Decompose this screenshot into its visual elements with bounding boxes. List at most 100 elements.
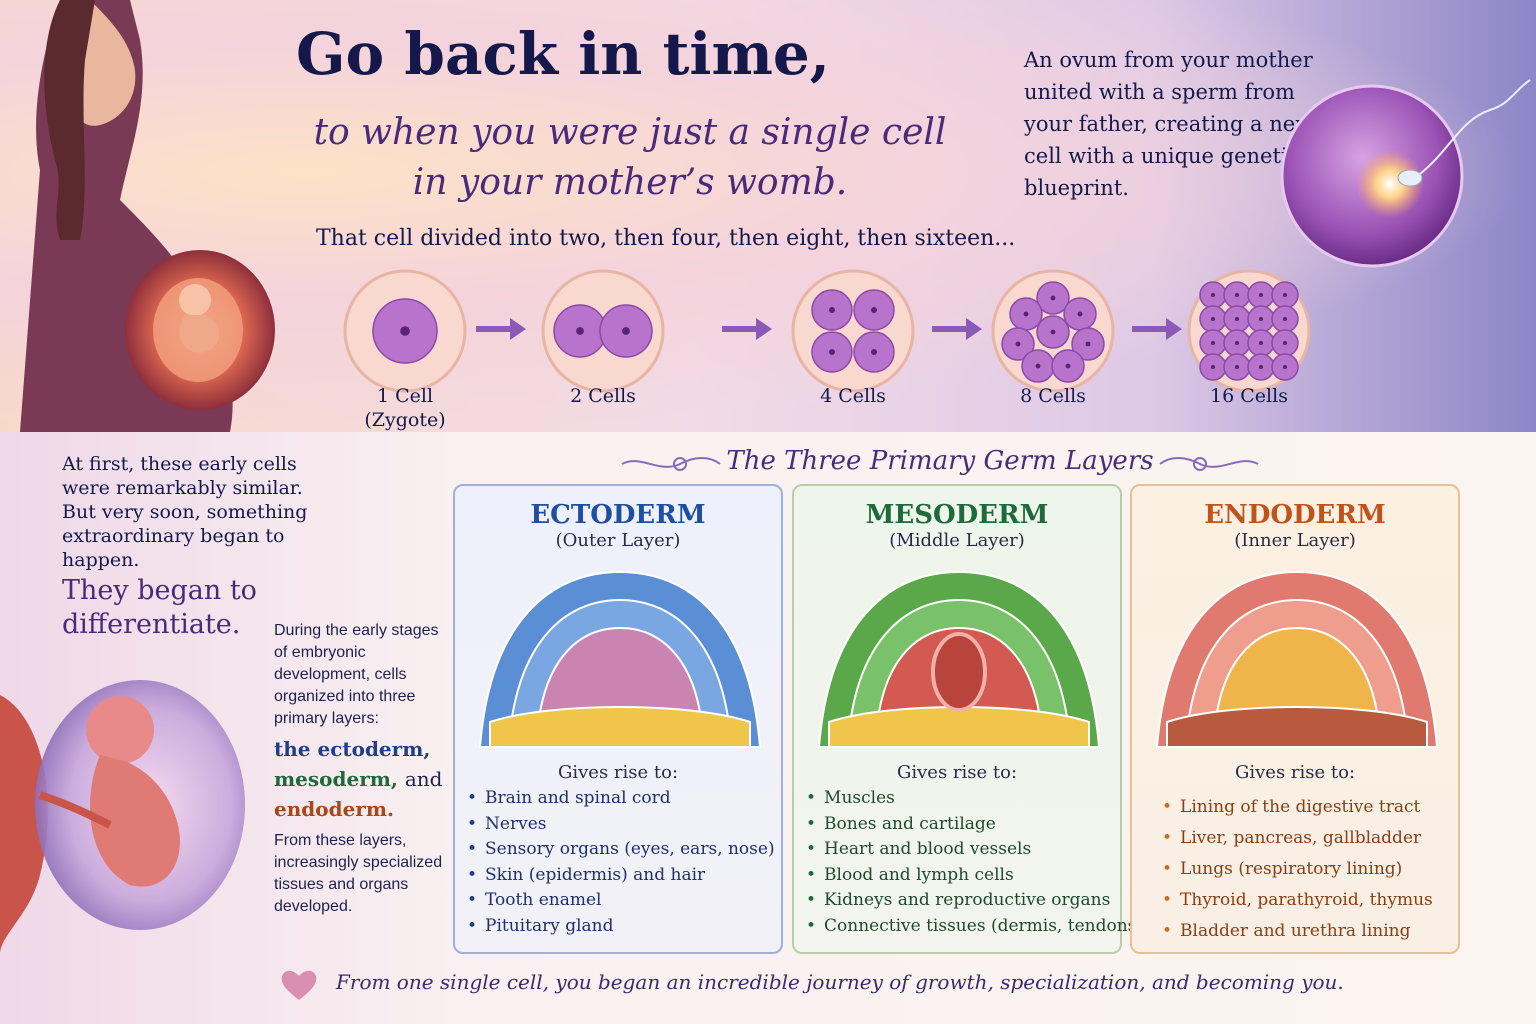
bullet-icon: • — [806, 890, 817, 910]
development-text: During the early stages of embryonic dev… — [274, 622, 439, 727]
bullet-icon: • — [1162, 859, 1173, 879]
right-ornament — [1159, 457, 1259, 471]
layer-heading: MESODERM — [865, 500, 1049, 530]
gives-rise-label: Gives rise to: — [896, 762, 1018, 783]
list-item: • Muscles — [806, 786, 1124, 812]
list-item-text: Thyroid, parathyroid, thymus — [1180, 890, 1433, 910]
list-item-text: Heart and blood vessels — [824, 839, 1032, 859]
list-item: • Bladder and urethra lining — [1162, 916, 1480, 947]
list-item-text: Bones and cartilage — [824, 813, 996, 834]
heart-icon — [281, 970, 317, 1000]
list-item-text: Tooth enamel — [485, 890, 602, 910]
layer-heading: ECTODERM — [530, 500, 706, 530]
list-item: • Sensory organs (eyes, ears, nose) — [467, 837, 785, 863]
stage-count-label: 1 Cell — [376, 385, 434, 407]
list-item: •Kidneys and reproductive organs — [806, 888, 1124, 914]
stage-1-label: 1 Cell(Zygote) — [335, 384, 475, 432]
bullet-icon: • — [806, 813, 817, 834]
germ-layers-title: The Three Primary Germ Layers — [726, 446, 1154, 476]
endoderm-name: endoderm. — [274, 797, 394, 821]
bullet-icon: • — [467, 813, 478, 834]
ectoderm-panel: ECTODERM(Outer Layer) Gives rise to: • Brai… — [453, 484, 783, 954]
stage-3-cell-cluster — [791, 269, 915, 393]
list-item: • Thyroid, parathyroid, thymus — [1162, 885, 1480, 916]
layer-subtitle: (Inner Layer) — [1234, 530, 1356, 551]
derivatives-list: • Brain and spinal cord • Nerves • Sensory or… — [467, 786, 785, 939]
stage-count-label: 16 Cells — [1210, 385, 1288, 407]
list-item-text: Lining of the digestive tract — [1180, 797, 1421, 817]
subtitle-line-2: in your mother’s womb. — [412, 162, 848, 203]
arrow-right-icon — [722, 318, 772, 340]
layer-subtitle: (Outer Layer) — [555, 530, 681, 551]
list-item-text: Pituitary gland — [485, 915, 614, 936]
layer-heading: ENDODERM — [1204, 500, 1386, 530]
list-item-text: Nerves — [485, 813, 547, 834]
stage-count-label: 8 Cells — [1020, 385, 1086, 407]
ectoderm-name: the ectoderm, — [274, 737, 431, 761]
list-item: • Brain and spinal cord — [467, 786, 785, 812]
list-item-text: Skin (epidermis) and hair — [485, 864, 706, 885]
endoderm-tissue-illustration — [1155, 570, 1439, 748]
gives-rise-label: Gives rise to: — [1234, 762, 1356, 783]
list-item-text: Bladder and urethra lining — [1180, 921, 1411, 941]
stage-1-cell-cluster — [343, 269, 467, 393]
main-subtitle: to when you were just a single cell in y… — [310, 108, 950, 208]
list-item: • Tooth enamel — [467, 888, 785, 914]
list-item-text: Liver, pancreas, gallbladder — [1180, 828, 1422, 848]
bullet-icon: • — [1162, 890, 1173, 910]
list-item: •Liver, pancreas, gallbladder — [1162, 823, 1480, 854]
from-layers-text: From these layers, increasingly speciali… — [274, 832, 443, 915]
gives-rise-label: Gives rise to: — [557, 762, 679, 783]
list-item: • Skin (epidermis) and hair — [467, 863, 785, 889]
arrow-right-icon — [1132, 318, 1182, 340]
ovum-and-sperm-illustration — [1280, 79, 1531, 268]
list-item: • Lungs (respiratory lining) — [1162, 854, 1480, 885]
bullet-icon: • — [806, 839, 817, 859]
list-item-text: Blood and lymph cells — [824, 864, 1014, 885]
bullet-icon: • — [467, 864, 478, 885]
list-item-text: Brain and spinal cord — [485, 788, 671, 808]
bullet-icon: • — [467, 788, 478, 808]
intro-text: At first, these early cells were remarka… — [62, 453, 308, 571]
list-item-text: Muscles — [824, 788, 895, 808]
list-item: • Heart and blood vessels — [806, 837, 1124, 863]
pregnant-mother-illustration — [20, 0, 275, 432]
bullet-icon: • — [467, 915, 478, 936]
arrow-right-icon — [932, 318, 982, 340]
stage-5-cell-cluster — [1187, 269, 1311, 393]
stage-4-label: 8 Cells — [983, 384, 1123, 408]
bullet-icon: • — [1162, 921, 1173, 941]
list-item: • Bones and cartilage — [806, 812, 1124, 838]
list-item: • Pituitary gland — [467, 914, 785, 940]
and-word: and — [404, 767, 443, 791]
stage-count-label: 2 Cells — [570, 385, 636, 407]
list-item-text: Connective tissues (dermis, tendons) — [824, 915, 1143, 936]
bullet-icon: • — [806, 864, 817, 885]
stage-2-cell-cluster — [541, 269, 665, 393]
main-title: Go back in time, — [296, 20, 830, 88]
subtitle-line-1: to when you were just a single cell — [313, 112, 947, 153]
stage-4-cell-cluster — [991, 269, 1115, 393]
list-item-text: Lungs (respiratory lining) — [1180, 859, 1403, 879]
division-caption: That cell divided into two, then four, t… — [316, 226, 1016, 251]
bullet-icon: • — [1162, 797, 1173, 817]
mesoderm-name: mesoderm, — [274, 767, 398, 791]
ovum-description: An ovum from your mother united with a s… — [1024, 48, 1314, 200]
stage-3-label: 4 Cells — [783, 384, 923, 408]
stage-sublabel: (Zygote) — [364, 409, 446, 431]
arrow-right-icon — [476, 318, 526, 340]
left-ornament — [621, 457, 721, 471]
bullet-icon: • — [806, 788, 817, 808]
ectoderm-tissue-illustration — [478, 570, 762, 748]
stage-5-label: 16 Cells — [1179, 384, 1319, 408]
mesoderm-tissue-illustration — [817, 570, 1101, 748]
stage-count-label: 4 Cells — [820, 385, 886, 407]
bullet-icon: • — [467, 839, 478, 859]
germ-layer-names: the ectoderm, mesoderm, and endoderm. — [274, 734, 444, 824]
embryo-illustration — [0, 680, 245, 955]
mesoderm-panel: MESODERM(Middle Layer)Gives rise to:•Mus… — [792, 484, 1143, 954]
stage-2-label: 2 Cells — [533, 384, 673, 408]
list-item: • Nerves — [467, 812, 785, 838]
list-item-text: Sensory organs (eyes, ears, nose) — [485, 839, 775, 859]
bullet-icon: • — [467, 890, 478, 910]
